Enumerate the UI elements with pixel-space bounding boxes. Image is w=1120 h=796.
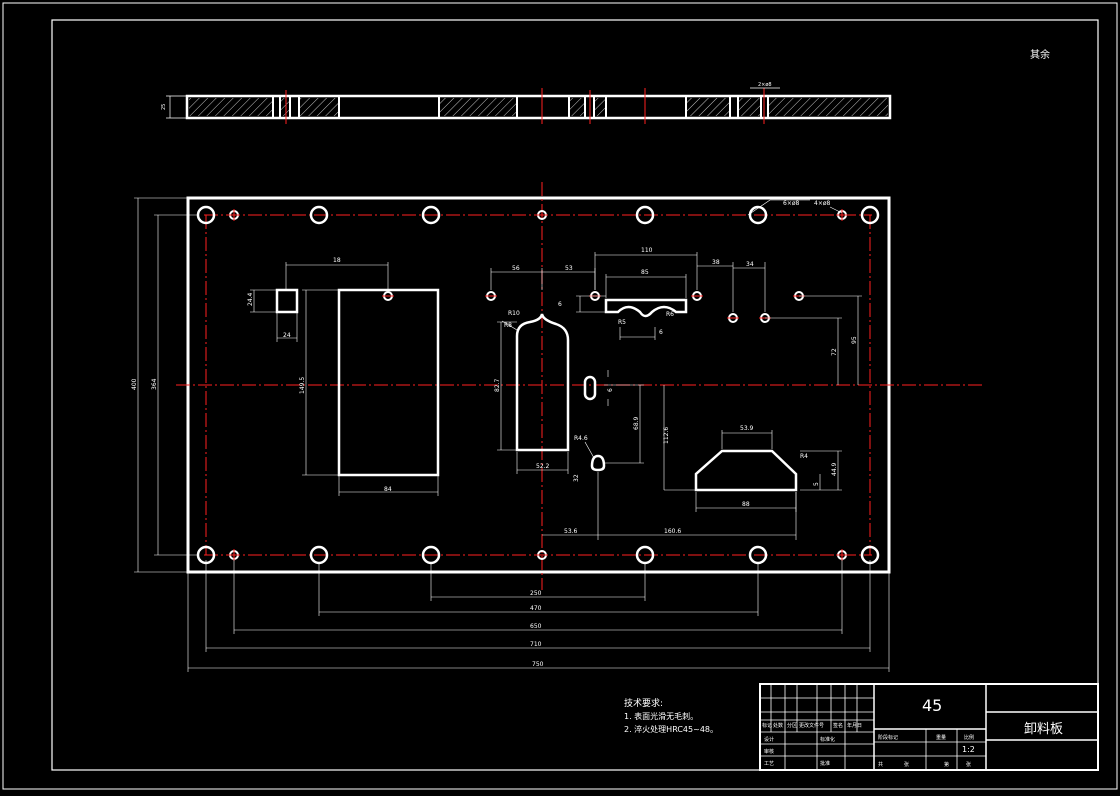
surface-roughness-note: 其余 [1030,48,1050,61]
tb-process: 工艺 [764,761,774,767]
tb-date: 年月日 [847,722,862,729]
tb-sheet-index: 第 [944,761,949,768]
dim-56: 56 [512,265,520,272]
tb-scale-value: 1:2 [962,745,975,754]
dim-650: 650 [530,623,542,630]
dim-53-6: 53.6 [564,528,578,535]
dim-6a: 6 [558,301,562,308]
tb-count: 处数 [773,722,783,729]
tb-sign: 签名 [833,722,843,729]
dim-hole-note: 6×ø8 [783,200,800,207]
dim-r8: R8 [504,322,512,329]
dim-small-square: 24 [283,332,291,339]
dim-rect-width: 84 [384,486,392,493]
side-section-view: 25 2×ø8 [161,82,892,124]
dim-hole-note-2: 4×ø8 [814,200,831,207]
tech-req-item-2: 2. 淬火处理HRC45~48。 [624,724,718,734]
dim-34: 34 [746,261,754,268]
dim-rect-height: 149.5 [299,377,306,394]
tb-zone: 分区 [787,722,797,729]
dim-112-6: 112.6 [663,427,670,444]
tb-sheet-total: 共 [878,761,883,768]
tech-req-item-1: 1. 表面光滑无毛刺。 [624,711,698,721]
dim-5: 5 [813,482,820,486]
tb-standard: 标准化 [820,736,835,743]
technical-requirements: 技术要求: 1. 表面光滑无毛刺。 2. 淬火处理HRC45~48。 [624,697,718,734]
dim-110: 110 [641,247,653,254]
dim-82-7: 82.7 [494,378,501,392]
dim-6b: 6 [659,329,663,336]
dim-overall-height: 400 [131,378,138,390]
dim-710: 710 [530,641,542,648]
dim-r10: R10 [508,310,520,317]
dim-68-9: 68.9 [633,416,640,430]
tb-part-name: 卸料板 [1024,721,1063,737]
tb-design: 设计 [764,736,774,743]
dim-overall-length: 750 [532,661,544,668]
dim-38: 38 [712,259,720,266]
dim-18: 18 [333,257,341,264]
tb-stage: 阶段标记 [878,734,898,741]
plan-view: 750 710 650 470 250 400 364 6×ø8 4×ø8 84… [131,182,985,672]
dim-470: 470 [530,605,542,612]
tb-material: 45 [922,696,942,715]
dim-slot-6: 6 [607,388,614,392]
dim-85: 85 [641,269,649,276]
tech-req-title: 技术要求: [624,697,663,709]
dim-inner-height: 364 [151,378,158,390]
dim-250: 250 [530,590,542,597]
dim-r5: R5 [618,319,626,326]
dim-small-square-h: 24.4 [247,292,254,306]
dim-88: 88 [742,501,750,508]
tb-scale-label: 比例 [964,734,974,741]
dim-r6: R6 [666,311,674,318]
dim-95: 95 [851,336,858,344]
dim-53: 53 [565,265,573,272]
inner-border [51,19,1099,771]
dim-53-9: 53.9 [740,425,754,432]
side-thickness-label: 25 [161,104,167,110]
title-block: 标记 处数 分区 更改文件号 签名 年月日 设计 审核 工艺 标准化 批准 阶段… [759,683,1099,771]
tb-change-doc: 更改文件号 [799,722,824,729]
tb-sheet-unit-1: 张 [904,761,909,768]
dim-160-6: 160.6 [664,528,681,535]
dim-32: 32 [573,474,580,482]
tb-mark: 标记 [762,722,772,729]
tb-approve: 批准 [820,760,830,767]
tb-weight: 重量 [936,734,946,741]
tb-review: 审核 [764,748,774,755]
dim-44-9: 44.9 [831,462,838,476]
dim-52-2: 52.2 [536,463,550,470]
dim-72: 72 [831,348,838,356]
dim-r4: R4 [800,453,808,460]
side-hole-label: 2×ø8 [758,82,772,88]
tb-sheet-unit-2: 张 [966,761,971,768]
dim-r4-6: R4.6 [574,435,588,442]
